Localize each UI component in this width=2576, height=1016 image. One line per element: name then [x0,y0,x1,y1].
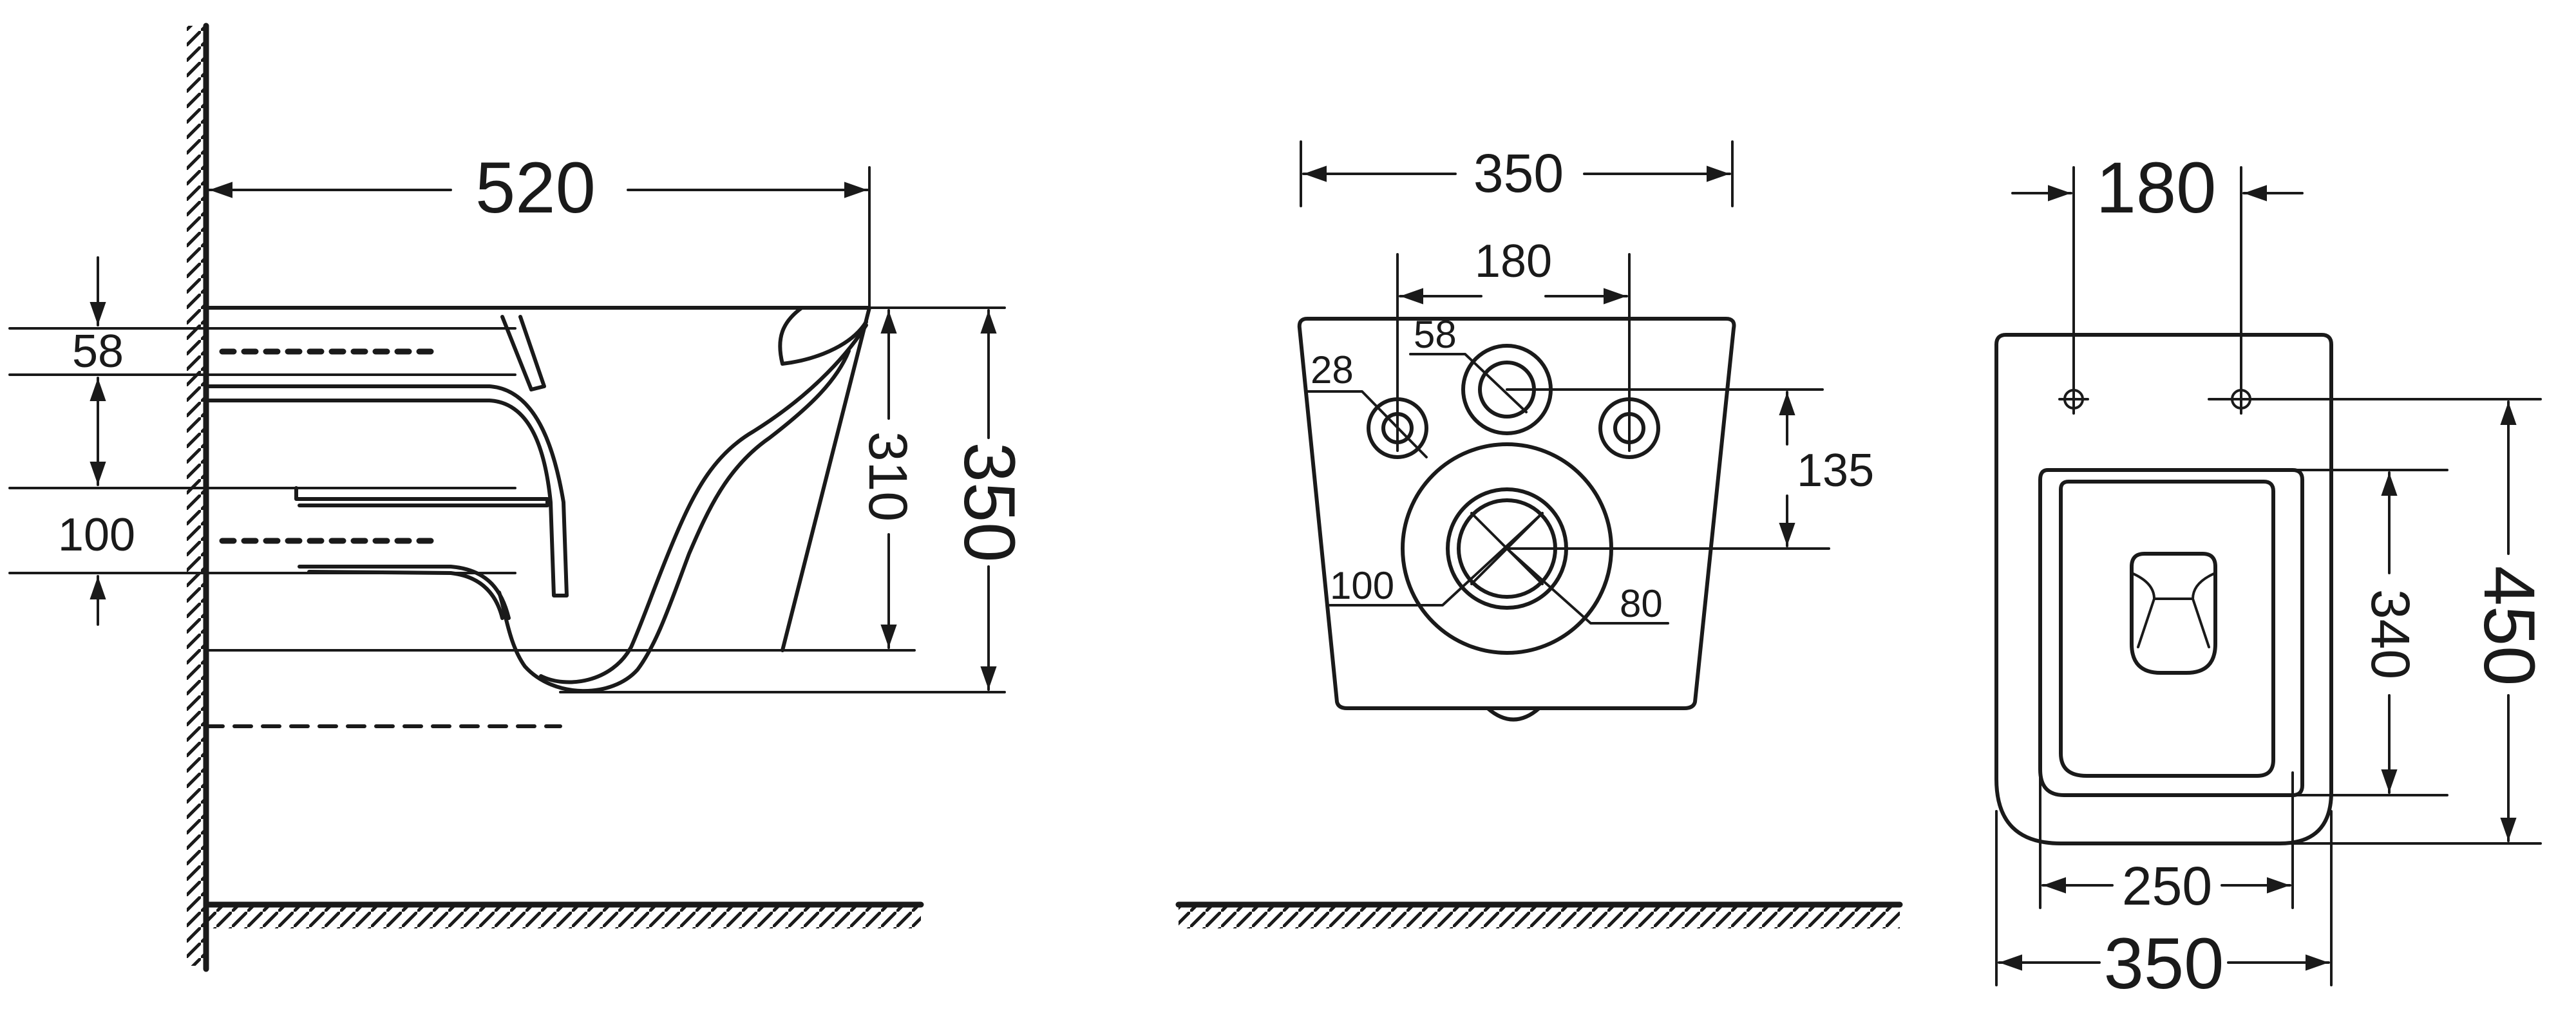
dim-58-label: 58 [72,326,124,377]
back-dim-135-label: 135 [1797,445,1874,496]
back-dim-100-label: 100 [1330,564,1394,607]
leader-58 [1409,353,1528,413]
back-dim-350-label: 350 [1473,143,1564,203]
top-view: 180 340 450 250 35 [1994,147,2550,1004]
top-bowl-inner [2059,480,2275,778]
back-dim-180-label: 180 [1475,236,1552,287]
side-view: 520 310 350 58 100 [8,23,1030,972]
top-dim-350-label: 350 [2104,923,2224,1004]
dim-520-label: 520 [475,147,596,228]
top-drain [2130,552,2217,675]
top-dim-250-label: 250 [2122,856,2212,916]
back-view: 350 180 28 58 135 100 [1175,140,1903,928]
outlet-outer [1401,442,1613,655]
top-dim-180-label: 180 [2096,147,2217,228]
top-dim-450-label: 450 [2469,566,2550,686]
leader-80 [1506,547,1669,625]
back-dim-80-label: 80 [1620,582,1663,625]
back-dim-28-label: 28 [1311,348,1354,391]
wall-hatch [187,26,206,966]
outlet-mid [1446,487,1568,610]
dim-350-label: 350 [949,442,1030,563]
top-bowl-outer [2038,468,2304,797]
floor-hatch-side [206,907,921,928]
top-drain-inner [2130,572,2217,648]
top-dim-340-label: 340 [2360,589,2421,679]
bolt-hole-right-outer [1598,397,1660,459]
leader-28 [1306,390,1428,458]
dim-310-label: 310 [858,431,918,522]
floor-hatch-back [1179,907,1900,928]
back-dim-58-label: 58 [1414,313,1457,356]
leader-100 [1329,512,1544,607]
back-outline [1297,317,1736,710]
bolt-hole-left-inner [1381,412,1414,444]
outlet-inner [1457,498,1557,599]
bolt-hole-left-outer [1367,397,1428,459]
bolt-hole-right-inner [1613,412,1645,444]
back-bottom-tab [1486,706,1541,722]
top-outline [1994,333,2333,845]
dim-100-label: 100 [58,509,135,561]
toilet-side-profile [204,306,871,693]
